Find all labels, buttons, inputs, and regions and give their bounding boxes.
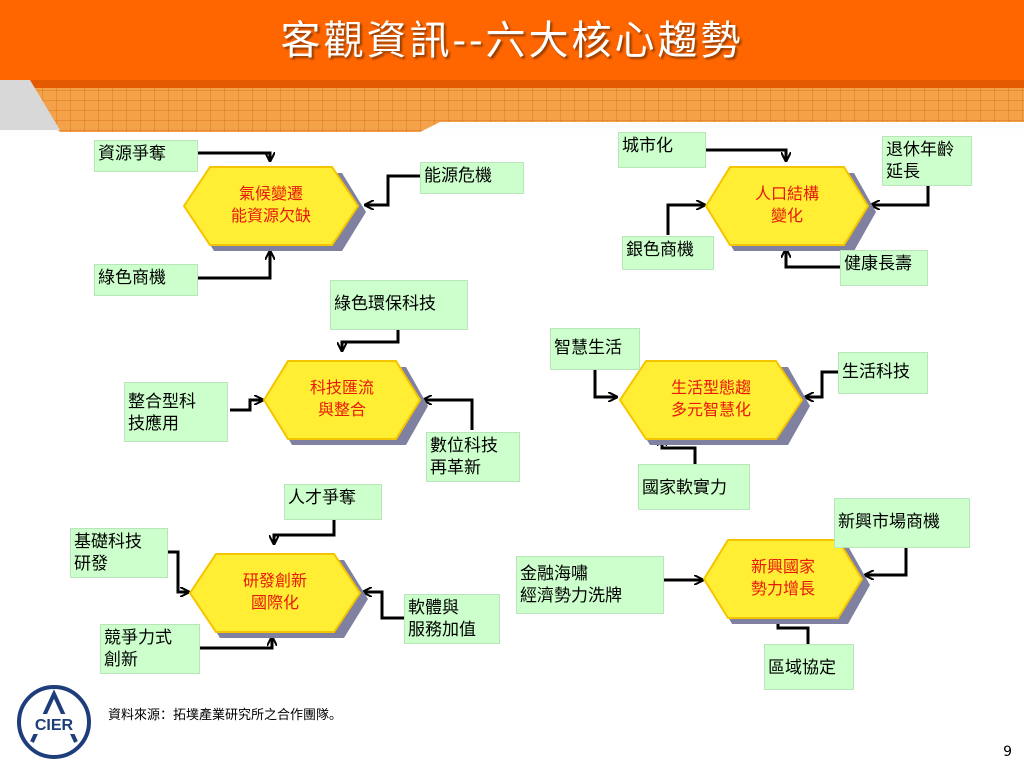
trend-emerging: 新興國家勢力增長 xyxy=(702,536,870,624)
logo-text: CIER xyxy=(35,717,74,734)
arrow-c1 xyxy=(198,151,270,160)
box-line: 技應用 xyxy=(128,414,179,434)
driver-box: 能源危機 xyxy=(420,162,524,194)
arrow-e1 xyxy=(866,547,908,575)
source-note: 資料來源：拓墣產業研究所之合作團隊。 xyxy=(108,708,343,723)
box-line: 健康長壽 xyxy=(844,254,912,274)
box-line: 整合型科 xyxy=(128,392,196,412)
hex-label-line: 與整合 xyxy=(317,400,366,419)
box-line: 國家軟實力 xyxy=(642,478,727,498)
box-line: 數位科技 xyxy=(430,436,498,456)
driver-box: 軟體與服務加值 xyxy=(404,594,500,644)
arrow-c3 xyxy=(198,252,270,280)
box-line: 綠色環保科技 xyxy=(334,294,436,314)
trend-population: 人口結構變化 xyxy=(704,163,876,251)
arrow-r1 xyxy=(274,520,336,543)
box-line: 新興市場商機 xyxy=(838,512,940,532)
arrow-p3 xyxy=(666,205,704,235)
arrow-c2 xyxy=(366,174,420,205)
title-banner xyxy=(0,0,1024,140)
driver-box: 綠色環保科技 xyxy=(330,280,468,330)
arrow-l2 xyxy=(806,370,838,397)
driver-box: 城市化 xyxy=(618,132,706,168)
box-line: 服務加值 xyxy=(408,620,476,640)
driver-box: 區域協定 xyxy=(764,644,854,690)
cier-logo: CIER xyxy=(17,685,91,759)
driver-box: 智慧生活 xyxy=(550,328,640,370)
box-line: 生活科技 xyxy=(842,362,910,382)
box-line: 延長 xyxy=(886,162,920,182)
hex-label-line: 人口結構 xyxy=(754,184,819,203)
arrow-r3 xyxy=(364,592,406,620)
box-line: 資源爭奪 xyxy=(98,144,166,164)
hex-label-line: 變化 xyxy=(770,206,803,225)
box-line: 智慧生活 xyxy=(554,338,622,358)
box-line: 城市化 xyxy=(622,136,673,156)
box-line: 金融海嘯 xyxy=(520,564,588,584)
arrow-r4 xyxy=(200,638,272,650)
driver-box: 國家軟實力 xyxy=(638,464,750,510)
driver-box: 競爭力式創新 xyxy=(100,624,200,674)
driver-box: 生活科技 xyxy=(838,352,928,394)
box-line: 能源危機 xyxy=(424,166,492,186)
driver-box: 資源爭奪 xyxy=(94,140,198,172)
box-line: 基礎科技 xyxy=(74,532,142,552)
driver-box: 銀色商機 xyxy=(622,236,714,270)
hex-label-line: 生活型態趨 xyxy=(670,378,751,397)
hex-label-line: 研發創新 xyxy=(242,571,307,590)
trend-climate: 氣候變遷能資源欠缺 xyxy=(182,163,366,251)
slide-title: 客觀資訊--六大核心趨勢 xyxy=(280,18,744,64)
arrow-t2 xyxy=(230,400,262,412)
trend-tech: 科技匯流與整合 xyxy=(262,357,428,445)
hex-label-line: 新興國家 xyxy=(750,557,815,576)
box-line: 創新 xyxy=(104,650,138,670)
driver-box: 數位科技再革新 xyxy=(426,432,520,482)
driver-box: 退休年齡延長 xyxy=(882,136,972,186)
box-line: 區域協定 xyxy=(768,658,836,678)
arrow-p1 xyxy=(706,148,786,160)
hex-label-line: 勢力增長 xyxy=(750,579,815,598)
box-line: 研發 xyxy=(74,554,108,574)
arrow-r2 xyxy=(168,550,188,592)
trend-rnd: 研發創新國際化 xyxy=(188,550,368,638)
box-line: 銀色商機 xyxy=(626,240,694,260)
arrow-l1 xyxy=(593,370,616,397)
box-line: 軟體與 xyxy=(408,598,459,618)
driver-box: 整合型科技應用 xyxy=(124,382,228,442)
box-line: 退休年齡 xyxy=(886,140,954,160)
arrow-t1 xyxy=(342,330,400,350)
box-line: 經濟勢力洗牌 xyxy=(520,586,622,606)
box-line: 競爭力式 xyxy=(104,628,172,648)
arrow-p4 xyxy=(786,250,840,269)
hex-label-line: 能資源欠缺 xyxy=(230,206,311,225)
hex-label-line: 多元智慧化 xyxy=(670,400,751,419)
driver-box: 綠色商機 xyxy=(94,264,198,296)
box-line: 綠色商機 xyxy=(98,268,166,288)
arrow-t3 xyxy=(424,400,474,430)
driver-box: 基礎科技研發 xyxy=(70,528,168,578)
driver-box: 健康長壽 xyxy=(840,250,928,286)
page-number: 9 xyxy=(1003,744,1012,760)
trend-lifestyle: 生活型態趨多元智慧化 xyxy=(618,357,810,445)
hex-label-line: 科技匯流 xyxy=(309,378,374,397)
driver-box: 新興市場商機 xyxy=(834,498,970,548)
driver-box: 人才爭奪 xyxy=(284,484,382,520)
hex-label-line: 國際化 xyxy=(250,593,299,612)
driver-box: 金融海嘯經濟勢力洗牌 xyxy=(516,556,664,614)
box-line: 人才爭奪 xyxy=(288,488,356,508)
box-line: 再革新 xyxy=(430,458,481,478)
hex-label-line: 氣候變遷 xyxy=(238,184,303,203)
